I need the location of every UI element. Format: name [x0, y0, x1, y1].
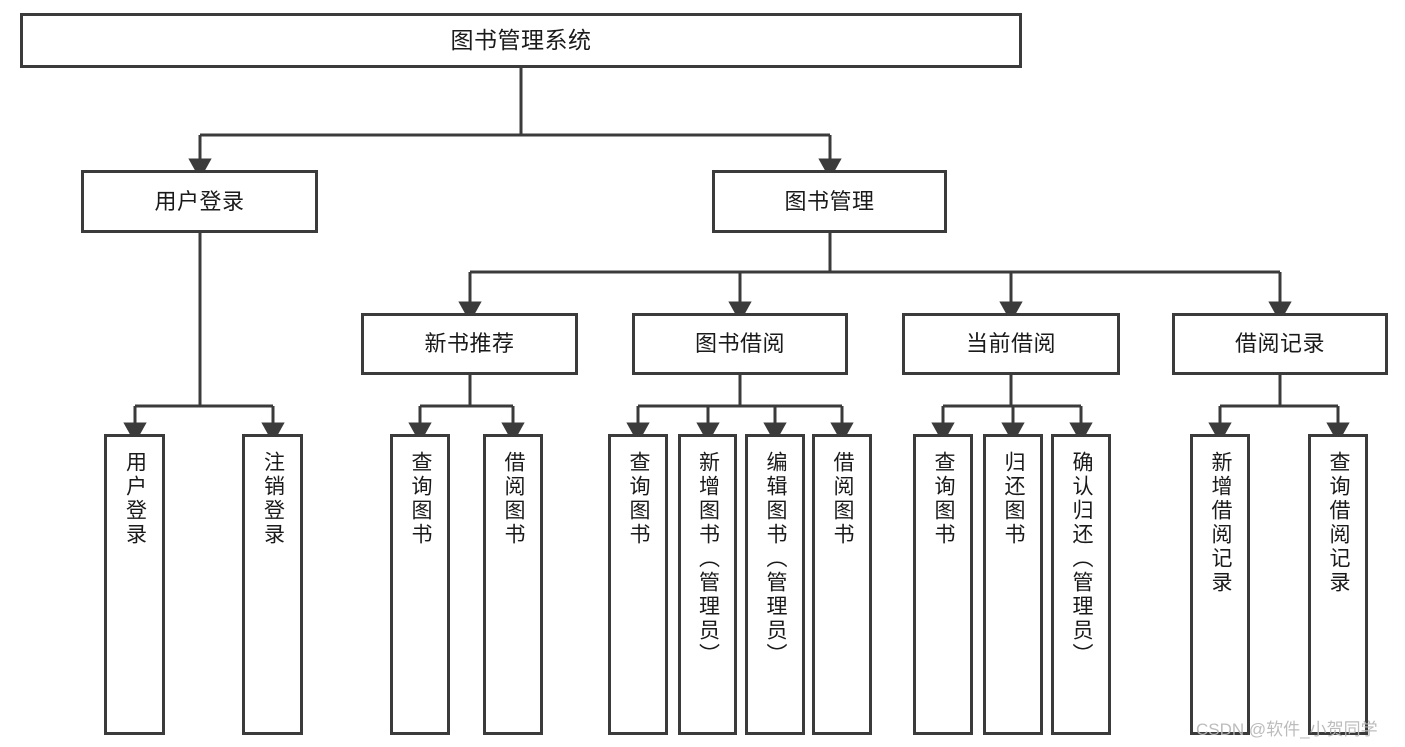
node-label: 用户登录: [123, 451, 147, 547]
node-leaf-bw-edit[interactable]: 编辑图书（管理员）: [745, 434, 805, 735]
node-leaf-cu-return[interactable]: 归还图书: [983, 434, 1043, 735]
node-label: 借阅图书: [831, 451, 855, 547]
node-leaf-bw-query[interactable]: 查询图书: [608, 434, 668, 735]
node-leaf-bw-borrow[interactable]: 借阅图书: [812, 434, 872, 735]
node-leaf-rc-query[interactable]: 查询借阅记录: [1308, 434, 1368, 735]
node-label: 归还图书: [1002, 451, 1026, 547]
node-label: 新增图书（管理员）: [696, 451, 720, 667]
node-label: 新书推荐: [424, 331, 515, 357]
node-label: 图书借阅: [694, 331, 785, 357]
node-label: 查询图书: [932, 451, 956, 547]
node-leaf-rc-add[interactable]: 新增借阅记录: [1190, 434, 1250, 735]
node-records[interactable]: 借阅记录: [1172, 313, 1388, 375]
node-leaf-user-logout[interactable]: 注销登录: [242, 434, 303, 735]
node-label: 图书管理: [784, 188, 875, 214]
node-leaf-bw-add[interactable]: 新增图书（管理员）: [678, 434, 737, 735]
node-label: 借阅记录: [1234, 331, 1325, 357]
watermark: CSDN @软件_小贺同学: [1196, 720, 1378, 739]
node-label: 确认归还（管理员）: [1070, 451, 1094, 667]
edge-group: [123, 68, 1350, 444]
node-label: 新增借阅记录: [1209, 451, 1233, 595]
node-leaf-nb-query[interactable]: 查询图书: [390, 434, 450, 735]
node-newbook[interactable]: 新书推荐: [361, 313, 578, 375]
node-label: 当前借阅: [965, 331, 1056, 357]
node-leaf-user-login[interactable]: 用户登录: [104, 434, 165, 735]
node-label: 查询图书: [627, 451, 651, 547]
node-label: 图书管理系统: [450, 26, 592, 53]
node-label: 用户登录: [154, 188, 245, 214]
node-leaf-nb-borrow[interactable]: 借阅图书: [483, 434, 543, 735]
node-current[interactable]: 当前借阅: [902, 313, 1120, 375]
node-borrow[interactable]: 图书借阅: [632, 313, 848, 375]
node-leaf-cu-confirm[interactable]: 确认归还（管理员）: [1051, 434, 1111, 735]
node-login[interactable]: 用户登录: [81, 170, 318, 233]
node-leaf-cu-query[interactable]: 查询图书: [913, 434, 973, 735]
node-bookmgmt[interactable]: 图书管理: [712, 170, 947, 233]
node-root[interactable]: 图书管理系统: [20, 13, 1022, 68]
node-label: 查询图书: [409, 451, 433, 547]
node-label: 借阅图书: [502, 451, 526, 547]
node-label: 注销登录: [261, 451, 285, 547]
node-label: 查询借阅记录: [1327, 451, 1351, 595]
node-label: 编辑图书（管理员）: [764, 451, 788, 667]
